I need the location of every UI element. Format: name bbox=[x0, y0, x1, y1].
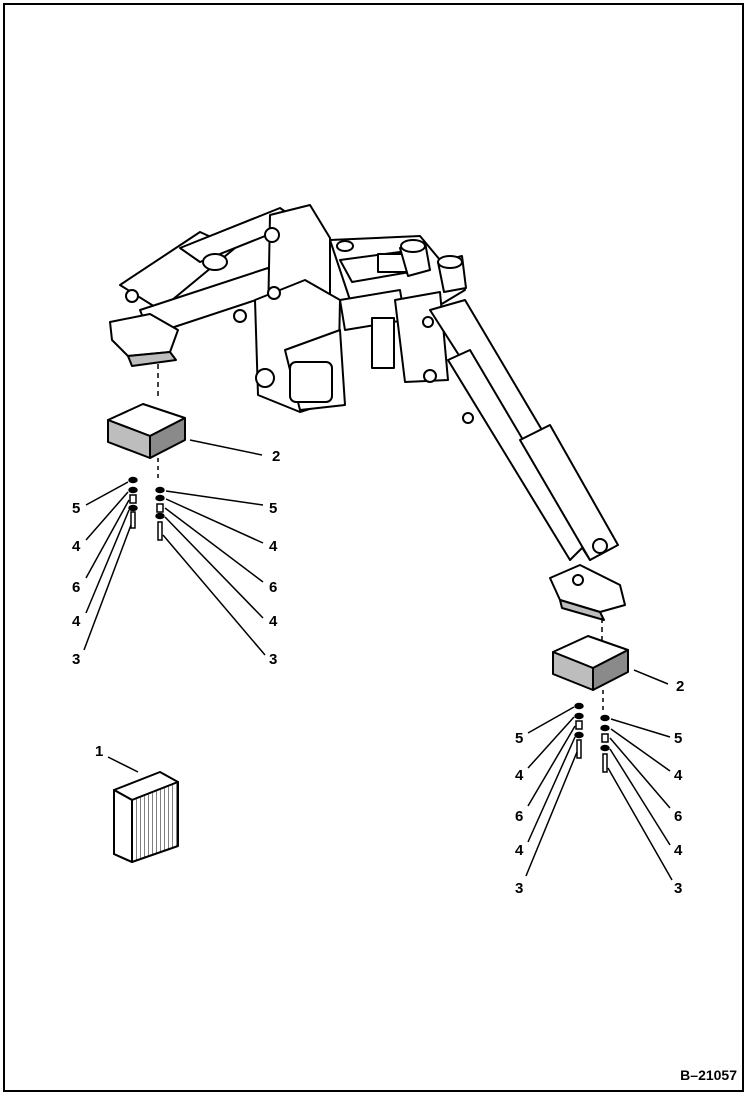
left-wear-pad bbox=[107, 403, 186, 459]
right-pad-callout-leader bbox=[633, 669, 669, 685]
callout-right-a-1: 5 bbox=[515, 730, 523, 747]
left-pad-callout-leader bbox=[189, 439, 263, 456]
backhoe-mount-assembly bbox=[109, 204, 626, 621]
callout-left-pad: 2 bbox=[272, 448, 280, 465]
callout-left-a-1: 5 bbox=[72, 500, 80, 517]
right-a-leaders bbox=[525, 706, 578, 877]
left-b-leaders bbox=[162, 490, 266, 656]
left-hardware-stack-a bbox=[128, 476, 138, 529]
callout-right-a-4: 4 bbox=[515, 842, 524, 859]
right-hardware-stack-b bbox=[600, 714, 610, 773]
callout-left-b-3: 6 bbox=[269, 579, 277, 596]
drawing-reference-number: B–21057 bbox=[680, 1067, 737, 1083]
left-hardware-stack-b bbox=[155, 486, 165, 541]
callout-left-a-4: 4 bbox=[72, 613, 81, 630]
callout-right-b-5: 3 bbox=[674, 880, 682, 897]
right-hardware-stack-a bbox=[574, 702, 584, 759]
kit-box: 1 bbox=[95, 743, 179, 863]
left-pad-group: 2 5 4 6 4 3 5 4 6 4 3 bbox=[72, 364, 280, 668]
right-wear-pad bbox=[552, 635, 629, 691]
left-a-leaders bbox=[83, 481, 132, 651]
callout-kit: 1 bbox=[95, 743, 103, 760]
callout-right-b-3: 6 bbox=[674, 808, 682, 825]
right-b-leaders bbox=[607, 718, 673, 881]
callout-left-a-3: 6 bbox=[72, 579, 80, 596]
right-pad-group: 2 5 4 6 4 3 5 4 6 4 3 bbox=[515, 618, 684, 897]
callout-right-a-2: 4 bbox=[515, 767, 524, 784]
callout-left-b-5: 3 bbox=[269, 651, 277, 668]
drawing-border bbox=[3, 3, 744, 1092]
callout-left-b-4: 4 bbox=[269, 613, 278, 630]
callout-right-b-2: 4 bbox=[674, 767, 683, 784]
callout-right-b-4: 4 bbox=[674, 842, 683, 859]
callout-right-pad: 2 bbox=[676, 678, 684, 695]
callout-left-b-1: 5 bbox=[269, 500, 277, 517]
callout-right-a-3: 6 bbox=[515, 808, 523, 825]
callout-left-b-2: 4 bbox=[269, 538, 278, 555]
callout-right-a-5: 3 bbox=[515, 880, 523, 897]
callout-left-a-2: 4 bbox=[72, 538, 81, 555]
callout-right-b-1: 5 bbox=[674, 730, 682, 747]
callout-left-a-5: 3 bbox=[72, 651, 80, 668]
